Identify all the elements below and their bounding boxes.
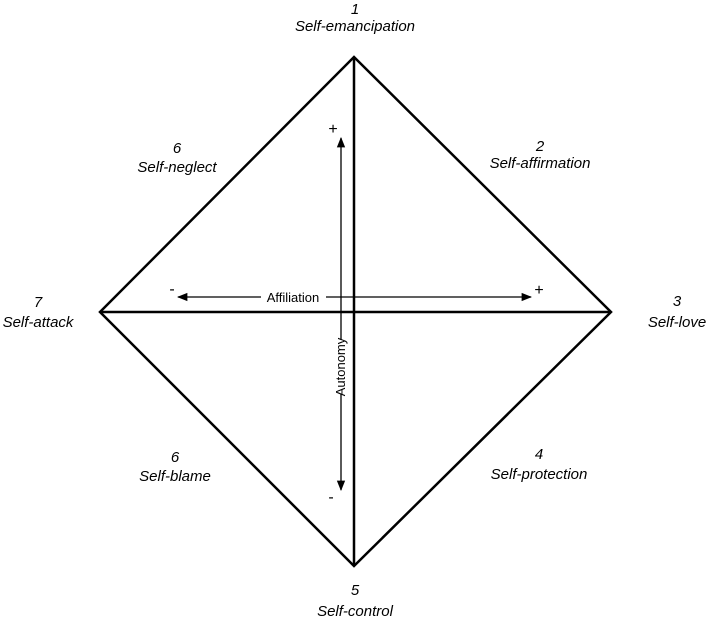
- region-bottom-name: Self-control: [317, 603, 394, 620]
- region-right-name: Self-love: [648, 314, 706, 331]
- autonomy-axis-label: Autonomy: [333, 337, 348, 396]
- region-lower-left-name: Self-blame: [139, 468, 211, 485]
- region-upper-left-number: 6: [173, 140, 182, 157]
- autonomy-minus-sign: -: [328, 489, 333, 506]
- affiliation-plus-sign: +: [534, 282, 543, 299]
- region-left-number: 7: [34, 294, 43, 311]
- region-lower-right-name: Self-protection: [491, 466, 588, 483]
- region-bottom-number: 5: [351, 582, 360, 599]
- region-upper-left-name: Self-neglect: [137, 159, 217, 176]
- autonomy-plus-sign: +: [328, 121, 337, 138]
- affiliation-axis-label: Affiliation: [267, 290, 320, 305]
- region-lower-left-number: 6: [171, 449, 180, 466]
- region-upper-right-number: 2: [535, 138, 545, 155]
- region-right-number: 3: [673, 293, 682, 310]
- region-lower-right-number: 4: [535, 446, 543, 463]
- region-top-name: Self-emancipation: [295, 18, 415, 35]
- region-top-number: 1: [351, 1, 359, 18]
- affiliation-minus-sign: -: [169, 281, 174, 298]
- region-upper-right-name: Self-affirmation: [490, 155, 591, 172]
- region-left-name: Self-attack: [3, 314, 75, 331]
